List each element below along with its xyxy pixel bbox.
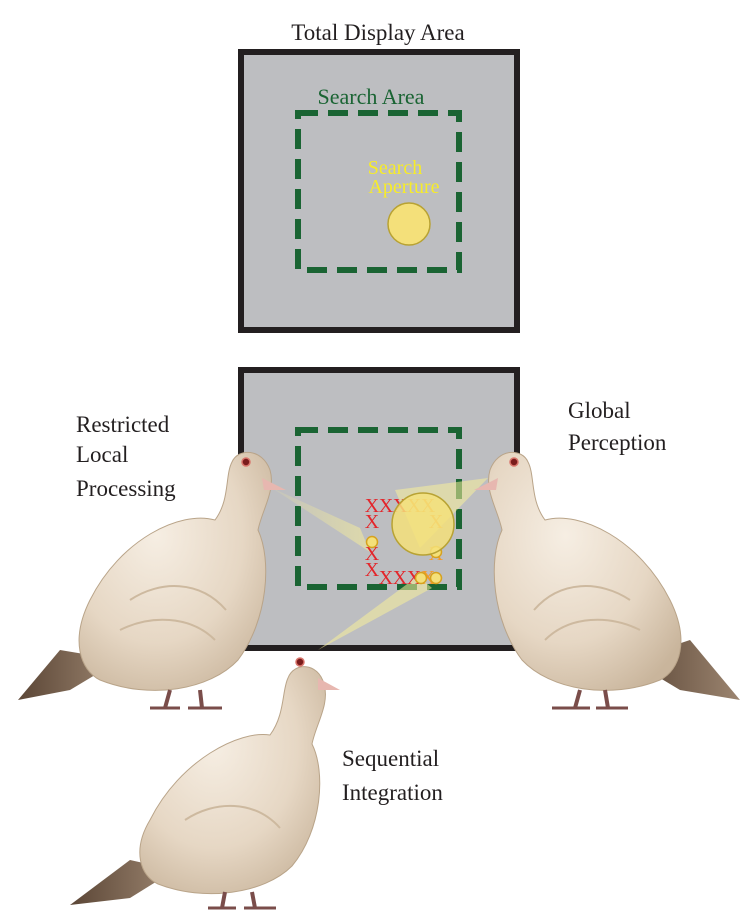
- global-label-line2: Perception: [568, 430, 667, 455]
- cross-mark: X: [379, 495, 394, 517]
- total-display-area-label: Total Display Area: [291, 20, 464, 45]
- global-label-line1: Global: [568, 398, 631, 423]
- small-aperture-dot: [367, 537, 378, 548]
- cross-mark: X: [365, 511, 380, 533]
- cross-mark: X: [393, 567, 408, 589]
- pigeon-bottom: [70, 658, 340, 908]
- restricted-label-line2: Local: [76, 442, 128, 467]
- search-area-label: Search Area: [318, 84, 425, 109]
- small-aperture-dot: [416, 573, 427, 584]
- cross-mark: X: [365, 559, 380, 581]
- pigeon-right: [474, 452, 740, 708]
- sequential-label-line1: Sequential: [342, 746, 439, 771]
- cross-mark: X: [379, 567, 394, 589]
- sequential-label-line2: Integration: [342, 780, 443, 805]
- small-aperture-dot: [431, 573, 442, 584]
- search-aperture-label-line2: Aperture: [368, 176, 439, 198]
- restricted-label-line1: Restricted: [76, 412, 170, 437]
- bottom-search-aperture-circle: [392, 493, 454, 555]
- restricted-label-line3: Processing: [76, 476, 176, 501]
- top-search-aperture-circle: [388, 203, 430, 245]
